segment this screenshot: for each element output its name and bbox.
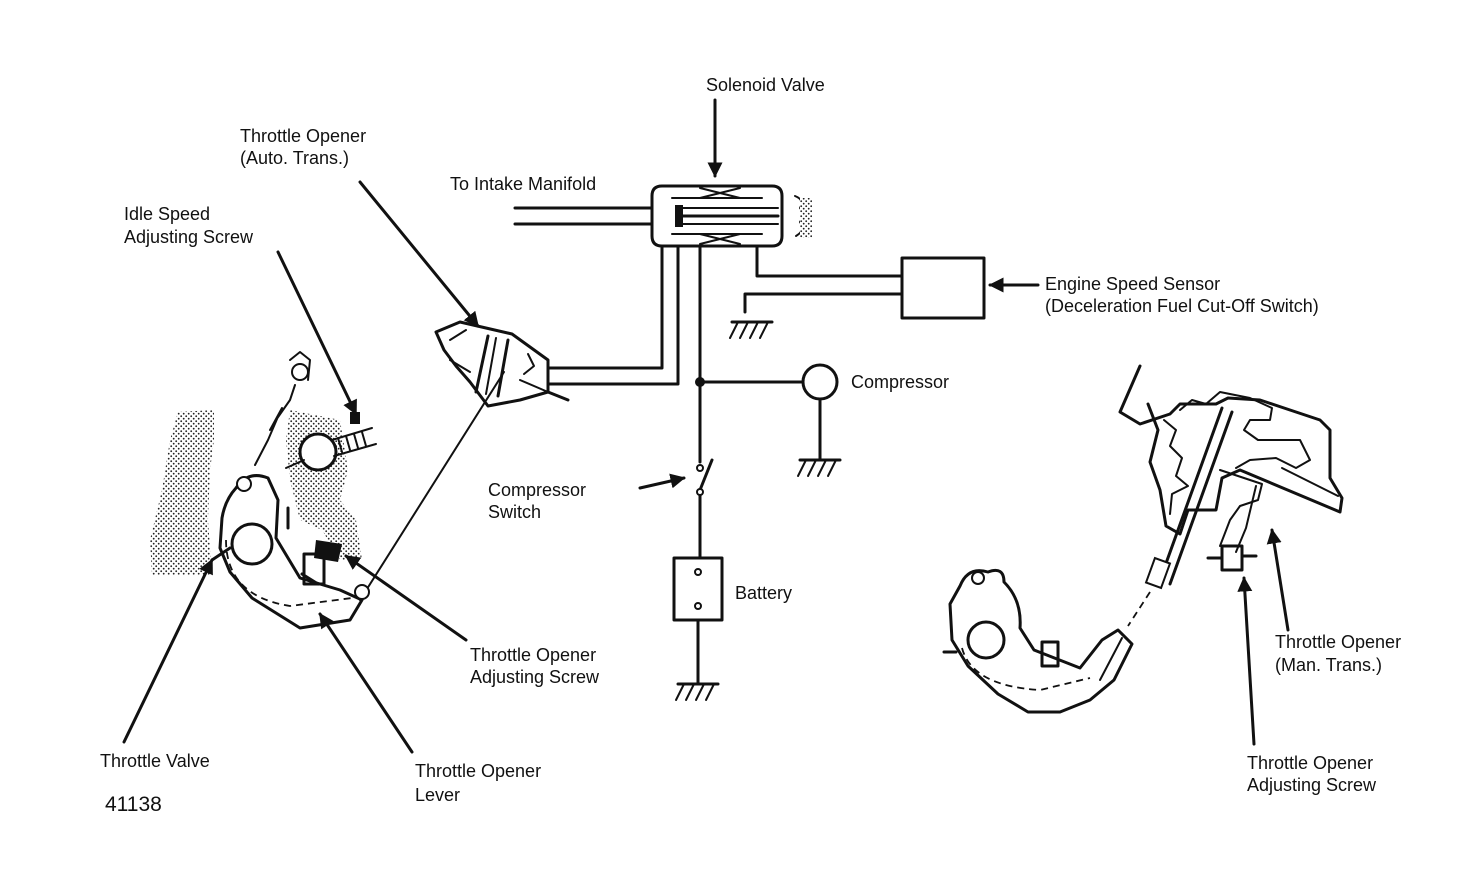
opener-adj-screw-right-arrow [1237, 576, 1256, 746]
vacuum-hose [546, 244, 680, 386]
opener-adj-screw-right-label: Throttle Opener [1247, 753, 1374, 773]
throttle-valve-label: Throttle Valve [100, 751, 210, 771]
idle-screw-arrow [276, 250, 358, 416]
control-circuit [672, 244, 842, 701]
idle-speed-screw-sublabel: Adjusting Screw [124, 227, 254, 247]
compressor-label: Compressor [851, 372, 950, 392]
solenoid-valve [650, 184, 812, 248]
throttle-opener-auto-sublabel: (Auto. Trans.) [240, 148, 350, 168]
throttle-opener-man-arrow [1266, 528, 1290, 632]
figure-number: 41138 [105, 793, 162, 816]
opener-lever-label: Throttle Opener [415, 761, 542, 781]
throttle-body-left [150, 351, 377, 630]
throttle-opener-auto-label: Throttle Opener [240, 126, 367, 146]
battery-label: Battery [735, 583, 793, 603]
idle-speed-screw-label: Idle Speed [124, 204, 211, 224]
compressor-switch-arrow [638, 473, 686, 490]
throttle-body-right [942, 364, 1344, 714]
intake-manifold-label: To Intake Manifold [450, 174, 597, 194]
throttle-opener-man-sublabel: (Man. Trans.) [1275, 655, 1383, 675]
throttle-opener-man-label: Throttle Opener [1275, 632, 1402, 652]
opener-adj-screw-left-label: Throttle Opener [470, 645, 597, 665]
engine-speed-sensor [729, 244, 986, 339]
opener-adj-screw-right-sublabel: Adjusting Screw [1247, 775, 1377, 795]
compressor-switch-label: Compressor [488, 480, 587, 500]
opener-adj-screw-left-sublabel: Adjusting Screw [470, 667, 600, 687]
intake-manifold-pipe [513, 206, 654, 226]
compressor-switch-sublabel: Switch [488, 502, 542, 522]
solenoid-valve-label: Solenoid Valve [706, 75, 825, 95]
throttle-opener-auto-arrow [358, 180, 480, 328]
opener-lever-sublabel: Lever [415, 785, 461, 805]
throttle-opener-auto [434, 320, 570, 408]
engine-speed-sensor-label: Engine Speed Sensor [1045, 274, 1221, 294]
opener-rod [359, 371, 505, 601]
opener-lever-arrow [318, 612, 414, 754]
engine-speed-sensor-sublabel: (Deceleration Fuel Cut-Off Switch) [1045, 296, 1319, 316]
throttle-valve-arrow [122, 558, 214, 744]
opener-adj-screw-left-arrow [344, 554, 468, 642]
